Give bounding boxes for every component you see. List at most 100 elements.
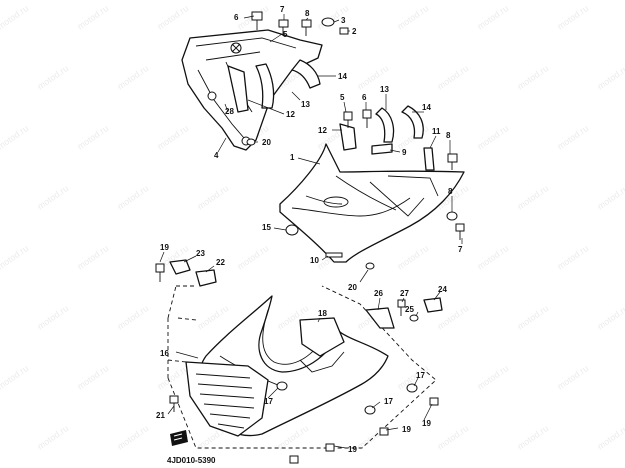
bolt-part-7a[interactable] xyxy=(278,19,289,36)
under-cowling-assembly xyxy=(155,259,443,464)
watermark-text: motod.ru xyxy=(155,3,190,32)
duct-seal-part-13[interactable] xyxy=(255,63,275,109)
callout-7: 7 xyxy=(280,5,285,14)
callout-3: 3 xyxy=(341,16,346,25)
bracket-part-12[interactable] xyxy=(227,65,249,113)
stay-part-11[interactable] xyxy=(423,147,435,171)
bolt-part-5b[interactable] xyxy=(343,111,353,128)
diagram-code: 4JD010-5390 xyxy=(167,456,216,465)
callout-12b: 12 xyxy=(318,126,327,135)
callout-16: 16 xyxy=(160,349,169,358)
watermark-text: motod.ru xyxy=(275,423,310,452)
callout-6: 6 xyxy=(234,13,239,22)
watermark-text: motod.ru xyxy=(515,423,550,452)
watermark-text: motod.ru xyxy=(595,423,625,452)
watermark-text: motod.ru xyxy=(35,423,70,452)
bolt-part-19d[interactable] xyxy=(325,443,335,452)
watermark-text: motod.ru xyxy=(515,303,550,332)
watermark-text: motod.ru xyxy=(555,243,590,272)
inner-cover-part-18[interactable] xyxy=(299,317,345,357)
callout-27: 27 xyxy=(400,289,409,298)
callout-13: 13 xyxy=(301,100,310,109)
callout-20b: 20 xyxy=(348,283,357,292)
callout-14b: 14 xyxy=(422,103,431,112)
watermark-text: motod.ru xyxy=(195,303,230,332)
watermark-text: motod.ru xyxy=(395,243,430,272)
watermark-text: motod.ru xyxy=(355,423,390,452)
watermark-text: motod.ru xyxy=(0,363,30,392)
callout-12: 12 xyxy=(286,110,295,119)
clip-part-20a[interactable] xyxy=(246,138,256,146)
watermark-text: motod.ru xyxy=(75,363,110,392)
callout-8: 8 xyxy=(305,9,310,18)
watermark-text: motod.ru xyxy=(515,63,550,92)
bolt-part-6a[interactable] xyxy=(251,11,263,30)
side-cowling-assembly xyxy=(279,105,465,270)
grommet-part-15[interactable] xyxy=(285,224,299,236)
leader-lines xyxy=(159,14,463,449)
nut-part-2[interactable] xyxy=(339,27,349,35)
callout-9: 9 xyxy=(402,148,407,157)
bolt-part-21[interactable] xyxy=(169,395,179,412)
watermark-text: motod.ru xyxy=(0,123,30,152)
watermark-text: motod.ru xyxy=(0,243,30,272)
callout-23: 23 xyxy=(196,249,205,258)
pin-part-10[interactable] xyxy=(325,252,343,258)
bracket-part-12b[interactable] xyxy=(339,123,357,151)
watermark-text: motod.ru xyxy=(235,243,270,272)
grommet-part-17c[interactable] xyxy=(406,383,418,393)
callout-11: 11 xyxy=(432,127,441,136)
bolt-part-27[interactable] xyxy=(397,299,406,316)
clip-part-20b[interactable] xyxy=(365,262,375,270)
duct-seal-part-14b[interactable] xyxy=(401,105,424,139)
side-cowling-part-1[interactable] xyxy=(279,143,465,263)
bolt-part-19b[interactable] xyxy=(429,397,439,406)
callout-28: 28 xyxy=(225,107,234,116)
callout-4: 4 xyxy=(214,151,219,160)
duct-seal-part-13b[interactable] xyxy=(375,107,395,143)
duct-seal-part-14[interactable] xyxy=(291,59,321,89)
watermark-text: motod.ru xyxy=(475,363,510,392)
watermark-text: motod.ru xyxy=(475,243,510,272)
watermark-text: motod.ru xyxy=(435,63,470,92)
bolt-part-8b[interactable] xyxy=(447,153,458,170)
callout-8b: 8 xyxy=(446,131,451,140)
bracket-part-22[interactable] xyxy=(195,269,217,287)
bolt-part-25[interactable] xyxy=(409,314,419,322)
watermark-text: motod.ru xyxy=(75,3,110,32)
bolt-part-19e[interactable] xyxy=(289,455,299,464)
bracket-part-23[interactable] xyxy=(169,259,191,275)
inner-panel-part-4[interactable] xyxy=(181,29,323,151)
watermark-text: motod.ru xyxy=(515,183,550,212)
watermark-text: motod.ru xyxy=(595,183,625,212)
bracket-part-9[interactable] xyxy=(371,143,393,155)
bracket-part-24[interactable] xyxy=(423,297,443,313)
grommet-part-17a[interactable] xyxy=(276,381,288,391)
bolt-part-19c[interactable] xyxy=(379,427,389,436)
callout-18: 18 xyxy=(318,309,327,318)
bolt-part-6b[interactable] xyxy=(362,109,372,128)
watermark-text: motod.ru xyxy=(155,363,190,392)
bracket-part-26[interactable] xyxy=(365,307,395,329)
grommet-part-3[interactable] xyxy=(321,17,335,27)
bolt-part-19a[interactable] xyxy=(155,263,165,282)
bolt-part-7b[interactable] xyxy=(455,223,465,240)
callout-13b: 13 xyxy=(380,85,389,94)
fwd-arrow-icon xyxy=(170,430,188,446)
bolt-part-8c[interactable] xyxy=(446,211,458,221)
watermark-text: motod.ru xyxy=(35,183,70,212)
watermark-text: motod.ru xyxy=(435,423,470,452)
watermark-text: motod.ru xyxy=(555,3,590,32)
watermark-text: motod.ru xyxy=(475,123,510,152)
watermark-text: motod.ru xyxy=(195,183,230,212)
bolt-part-8a[interactable] xyxy=(301,19,312,36)
callout-7b: 7 xyxy=(458,245,463,254)
upper-cowling-assembly xyxy=(181,11,349,151)
callout-5: 5 xyxy=(283,30,288,39)
callout-19c: 19 xyxy=(402,425,411,434)
watermark-text: motod.ru xyxy=(395,3,430,32)
callout-19b: 19 xyxy=(422,419,431,428)
callout-14: 14 xyxy=(338,72,347,81)
air-grille xyxy=(185,361,269,437)
watermark-text: motod.ru xyxy=(0,3,30,32)
